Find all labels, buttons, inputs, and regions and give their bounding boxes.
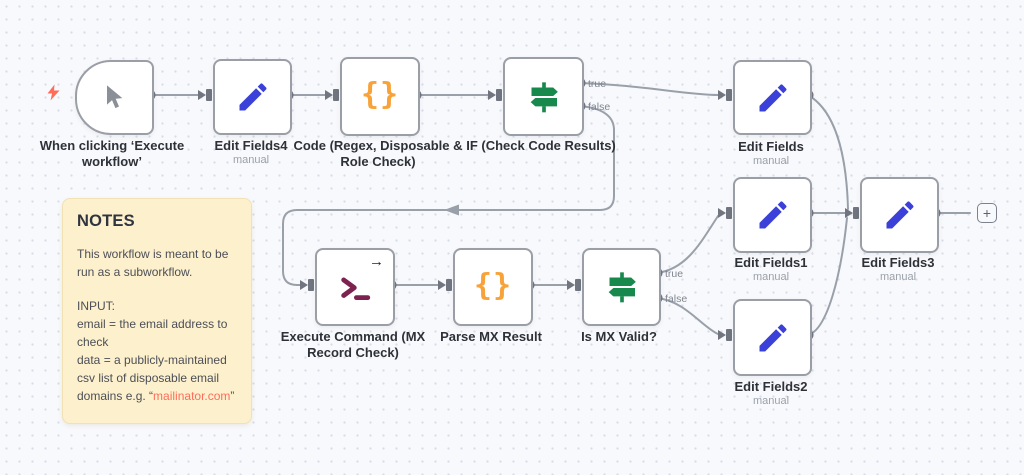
node-edit-fields1[interactable] <box>733 177 812 253</box>
input-port-code[interactable] <box>325 89 339 101</box>
node-label-editfields4: Edit Fields4 <box>214 138 288 153</box>
connection-direction-arrow <box>444 204 459 216</box>
pencil-icon <box>886 201 914 229</box>
input-port-if[interactable] <box>488 89 502 101</box>
node-parse-mx[interactable]: {} <box>453 248 533 326</box>
node-code[interactable]: {} <box>340 57 420 136</box>
sticky-note-input-line1: email = the email address to check <box>77 317 228 349</box>
pencil-icon <box>759 201 787 229</box>
sticky-note-input-line2: data = a publicly-maintained csv list of… <box>77 351 237 405</box>
cursor-icon <box>106 84 122 108</box>
sticky-note-title: NOTES <box>77 212 135 230</box>
node-is-mx-valid[interactable] <box>582 248 661 326</box>
node-subtitle-editfields1: manual <box>752 271 790 283</box>
signpost-icon <box>530 81 558 112</box>
input-port-editfields[interactable] <box>718 89 732 101</box>
branch-label-mx-false: false <box>665 293 688 305</box>
node-label-trigger: When clicking ‘Execute workflow’ <box>39 138 185 170</box>
add-node-button[interactable]: + <box>977 203 997 223</box>
subworkflow-arrow-icon: → <box>369 253 384 270</box>
branch-label-if-true: true <box>588 78 607 90</box>
pencil-icon <box>759 323 787 351</box>
pencil-icon <box>239 83 267 111</box>
sticky-note-line2-suffix: ” <box>230 389 235 403</box>
code-braces-icon: {} <box>360 77 400 112</box>
sticky-note-link[interactable]: mailinator.com <box>153 389 231 403</box>
sticky-note-line2-prefix: data = a publicly-maintained csv list of… <box>77 353 227 403</box>
node-label-code: Code (Regex, Disposable & Role Check) <box>293 138 463 170</box>
branch-label-if-false: false <box>588 101 611 113</box>
node-subtitle-editfields4: manual <box>232 154 270 166</box>
node-label-executecommand: Execute Command (MX Record Check) <box>280 329 426 361</box>
node-label-editfields2: Edit Fields2 <box>734 379 808 394</box>
node-label-parsemx: Parse MX Result <box>440 329 542 344</box>
node-label-editfields3: Edit Fields3 <box>861 255 935 270</box>
node-subtitle-editfields2: manual <box>752 395 790 407</box>
code-braces-icon: {} <box>473 267 513 303</box>
node-edit-fields4[interactable] <box>213 59 292 135</box>
node-edit-fields[interactable] <box>733 60 812 135</box>
node-manual-trigger[interactable] <box>75 60 154 135</box>
input-port-executecommand[interactable] <box>300 279 314 291</box>
node-execute-command[interactable]: → <box>315 248 395 326</box>
sticky-note-paragraph: This workflow is meant to be run as a su… <box>77 247 229 279</box>
node-label-ismxvalid: Is MX Valid? <box>581 329 657 344</box>
sticky-note[interactable]: NOTES This workflow is meant to be run a… <box>62 198 252 424</box>
signpost-icon <box>608 272 636 303</box>
input-port-ismxvalid[interactable] <box>567 279 581 291</box>
input-port-editfields3[interactable] <box>845 207 859 219</box>
node-subtitle-editfields: manual <box>752 155 790 167</box>
node-edit-fields3[interactable] <box>860 177 939 253</box>
node-subtitle-editfields3: manual <box>879 271 917 283</box>
sticky-note-input-heading: INPUT: <box>77 299 116 313</box>
node-label-if: IF (Check Code Results) <box>466 138 616 153</box>
input-port-editfields2[interactable] <box>718 329 732 341</box>
terminal-icon <box>341 277 371 301</box>
input-port-parsemx[interactable] <box>438 279 452 291</box>
input-port-editfields1[interactable] <box>718 207 732 219</box>
node-if[interactable] <box>503 57 584 136</box>
lightning-bolt-icon <box>47 84 60 101</box>
node-edit-fields2[interactable] <box>733 299 812 376</box>
node-label-editfields: Edit Fields <box>738 139 804 154</box>
node-label-editfields1: Edit Fields1 <box>734 255 808 270</box>
input-port-editfields4[interactable] <box>198 89 212 101</box>
branch-label-mx-true: true <box>665 268 684 280</box>
pencil-icon <box>759 83 787 111</box>
